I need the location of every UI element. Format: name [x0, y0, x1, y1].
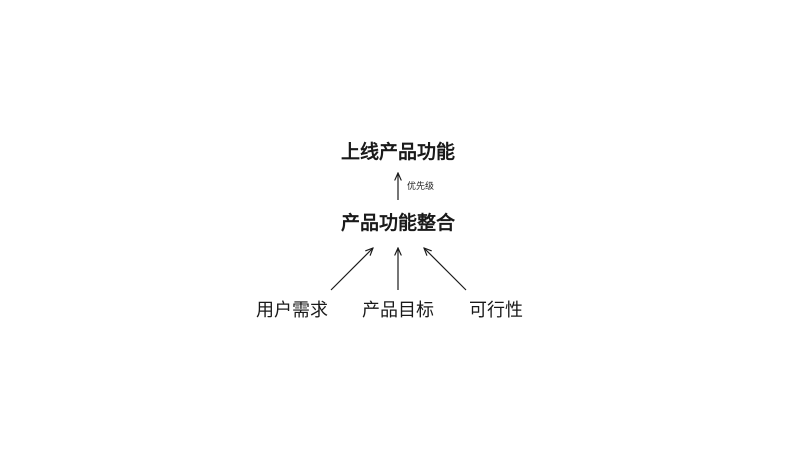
- priority-edge-label: 优先级: [407, 182, 435, 192]
- arrow-feasibility: [424, 248, 467, 291]
- input-node-user-needs: 用户需求: [256, 300, 328, 321]
- input-node-product-goals: 产品目标: [362, 300, 434, 321]
- arrow-user-needs: [330, 248, 373, 291]
- middle-node-label: 产品功能整合: [340, 212, 456, 234]
- top-node-label: 上线产品功能: [340, 141, 456, 163]
- input-node-feasibility: 可行性: [469, 300, 523, 321]
